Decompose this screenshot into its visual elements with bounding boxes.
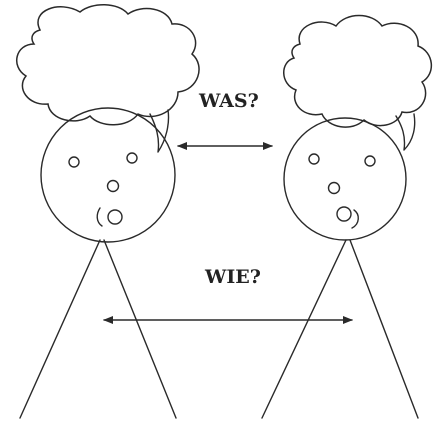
- right-leg-right: [349, 239, 419, 419]
- left-eye-left: [68, 156, 80, 168]
- right-cheek-line: [351, 209, 359, 229]
- right-eye-right: [364, 155, 376, 167]
- how-label: WIE?: [205, 266, 261, 288]
- right-leg-left: [261, 239, 347, 419]
- left-eye-right: [126, 152, 138, 164]
- right-thought-bubble: [283, 14, 432, 128]
- left-mouth: [107, 209, 123, 225]
- right-nose: [327, 181, 341, 195]
- right-head: [283, 117, 407, 241]
- left-thought-bubble: [16, 4, 200, 126]
- right-mouth: [336, 206, 352, 222]
- left-nose: [106, 179, 120, 193]
- right-bubble-tail: [395, 113, 416, 151]
- left-cheek-line: [96, 207, 103, 227]
- right-person: [261, 14, 432, 419]
- left-leg-right: [103, 239, 177, 419]
- what-label: WAS?: [199, 90, 259, 112]
- right-eye-left: [308, 153, 320, 165]
- left-leg-left: [19, 239, 101, 419]
- left-head: [40, 107, 176, 243]
- left-person: [16, 4, 200, 419]
- left-bubble-tail: [149, 109, 170, 153]
